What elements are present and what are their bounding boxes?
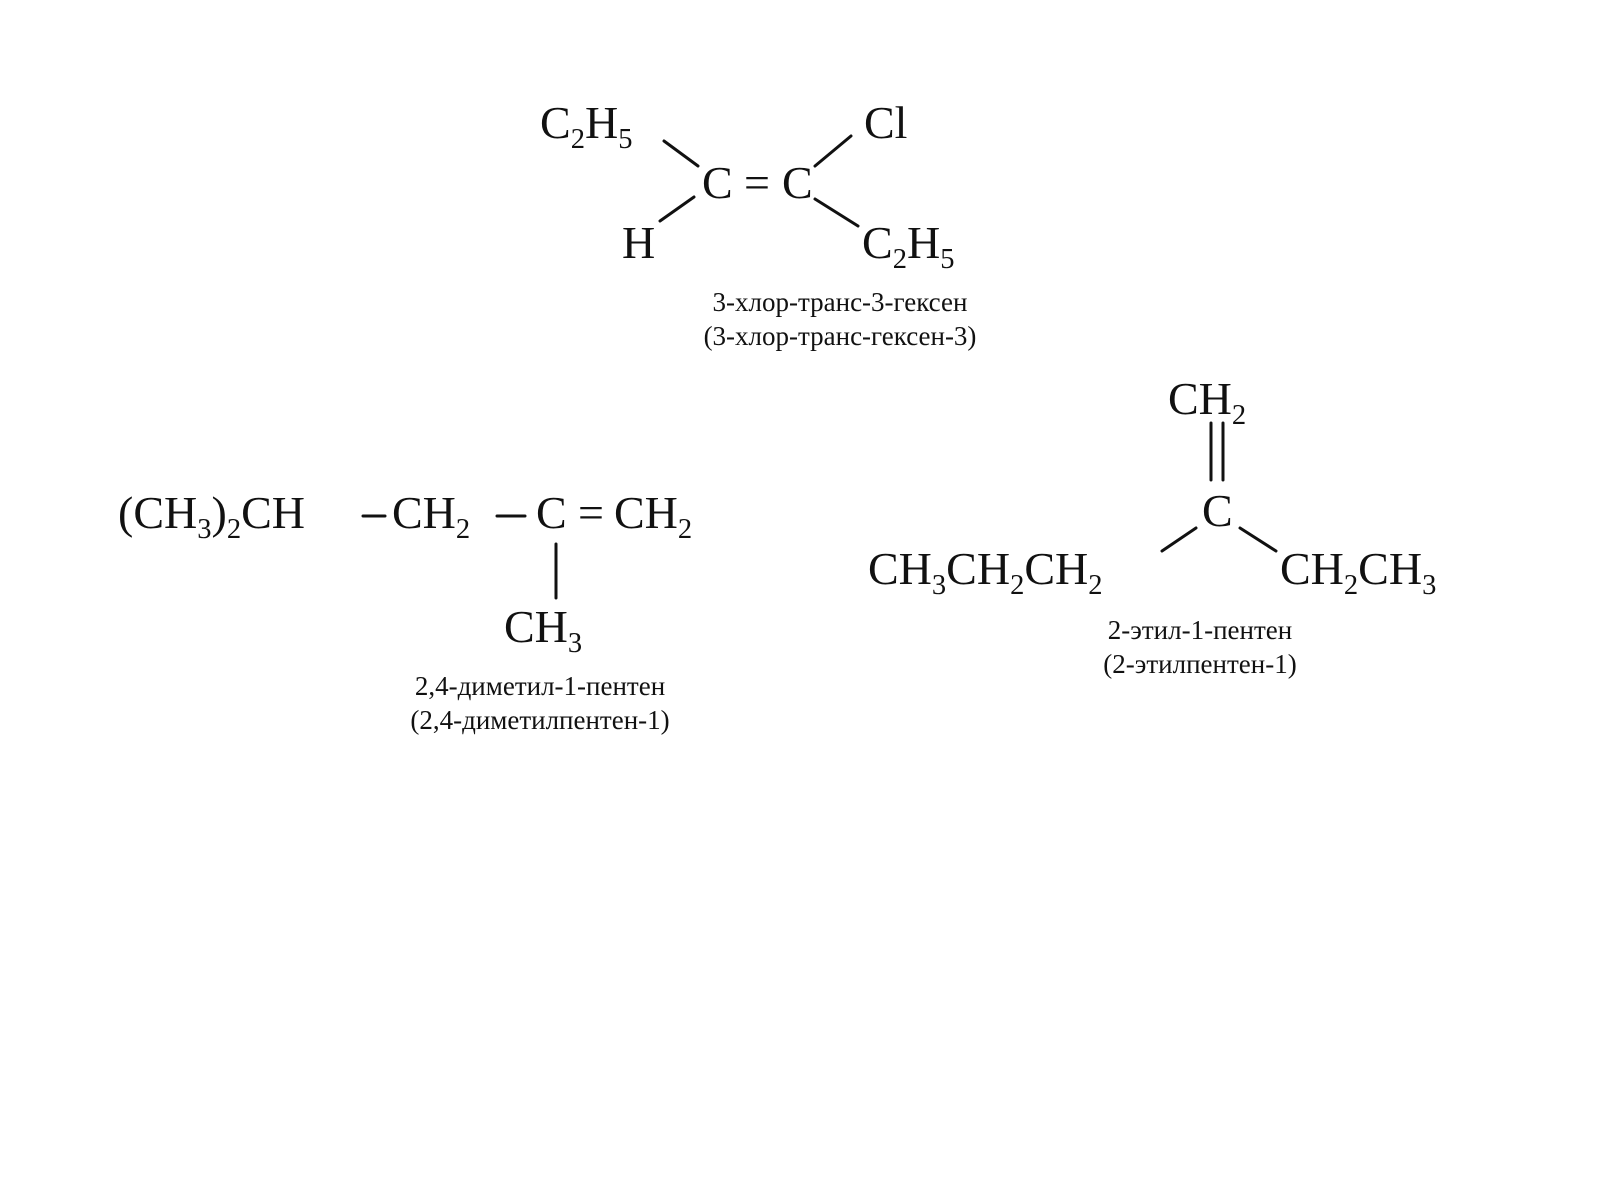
atom-c-left: C [702, 157, 733, 208]
group-c2h5-top: C2H5 [540, 97, 633, 155]
group-ethyl: CH2CH3 [1280, 543, 1437, 601]
double-bond-sign: = [578, 487, 604, 538]
name-block-dimethylpentene: 2,4-диметил-1-пентен (2,4-диметилпентен-… [300, 670, 780, 738]
group-c2h5-bottom: C2H5 [862, 217, 955, 275]
bond-c-ethyl [1238, 526, 1278, 553]
alt-name: (3-хлор-транс-гексен-3) [703, 320, 977, 351]
bond-c-propyl [1160, 526, 1198, 553]
name-block-ethylpentene: 2-этил-1-пентен (2-этилпентен-1) [1000, 614, 1400, 682]
group-ch2-mid: CH2 [392, 487, 471, 545]
name-block-chlorohexene: 3-хлор-транс-3-гексен (3-хлор-транс-гекс… [600, 286, 1080, 354]
iupac-name: 2,4-диметил-1-пентен [414, 671, 666, 701]
atom-cl: Cl [864, 97, 908, 148]
atom-c-center: C [1202, 485, 1233, 536]
double-bond-sign: = [744, 157, 770, 208]
alt-name: (2-этилпентен-1) [1103, 648, 1297, 679]
group-isopropyl: (CH3)2CH [118, 487, 305, 545]
bond-c2h5-to-c [662, 139, 700, 168]
atom-h: H [622, 217, 656, 268]
iupac-name: 2-этил-1-пентен [1107, 615, 1293, 645]
bond-c-to-cl [813, 134, 853, 168]
group-propyl: CH3CH2CH2 [868, 543, 1103, 601]
bond-c-to-c2h5 [813, 197, 860, 228]
atom-c-right: C [782, 157, 813, 208]
iupac-name: 3-хлор-транс-3-гексен [712, 287, 968, 317]
atom-c-center: C [536, 487, 567, 538]
bond-h-to-c [658, 195, 696, 223]
group-ch3-branch: CH3 [504, 601, 583, 659]
group-ch2-end: CH2 [614, 487, 693, 545]
group-ch2-top: CH2 [1168, 373, 1247, 431]
alt-name: (2,4-диметилпентен-1) [410, 704, 670, 735]
